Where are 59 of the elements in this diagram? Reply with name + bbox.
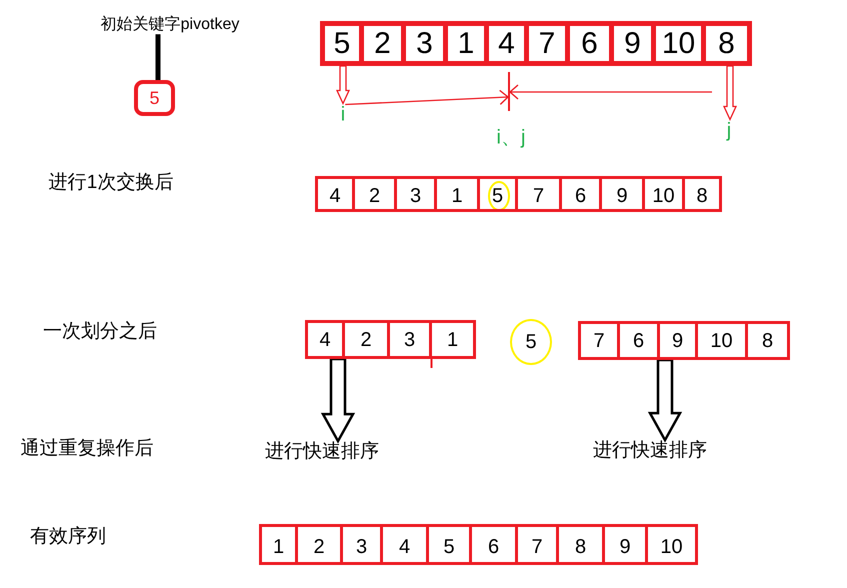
step-label: 进行1次交换后: [48, 172, 174, 194]
array-cell: 6: [570, 21, 614, 66]
marker-line: [508, 72, 510, 111]
array-cell: 5: [480, 176, 518, 212]
pointer-label: j: [726, 120, 732, 142]
array-cell: 10: [698, 321, 748, 360]
array-cell: 10: [656, 21, 706, 66]
array-cell: 4: [383, 524, 429, 565]
array-cell: 7: [518, 176, 562, 212]
connector-line: [156, 34, 160, 80]
pointer-label: i、j: [496, 126, 526, 150]
array-cell: 4: [489, 21, 529, 66]
pointer-label: i: [340, 104, 346, 126]
hollow-arrow: [320, 358, 356, 444]
array-cell: 2: [298, 524, 343, 565]
pivot-box: 5: [134, 80, 175, 116]
hollow-arrow: [722, 65, 738, 122]
array-cell: 1: [432, 320, 476, 359]
array-cell: 10: [648, 524, 698, 565]
array-cell: 1: [437, 176, 480, 212]
step-text: 进行快速排序: [593, 440, 707, 462]
arrow: [345, 90, 509, 106]
array-cell: 8: [559, 524, 605, 565]
array-cell: 6: [472, 524, 518, 565]
array-cell: 1: [448, 21, 489, 66]
arrow: [509, 84, 712, 100]
array-cell: 7: [518, 524, 559, 565]
array-cell: 1: [259, 524, 298, 565]
array-cell: 2: [345, 320, 390, 359]
array-cell: 6: [562, 176, 602, 212]
array-cell: 9: [614, 21, 656, 66]
array-cell: 8: [748, 321, 790, 360]
array-cell: 9: [602, 176, 645, 212]
annotation-text: 初始关键字pivotkey: [100, 16, 240, 34]
array-cell: 3: [390, 320, 432, 359]
array-cell: 5: [320, 21, 364, 66]
step-label: 一次划分之后: [43, 321, 157, 343]
array-cell: 6: [620, 321, 660, 360]
array-cell: 2: [355, 176, 397, 212]
step-label: 有效序列: [30, 526, 106, 548]
array-cell: 7: [578, 321, 620, 360]
step-label: 通过重复操作后: [20, 438, 154, 460]
array-cell: 5: [429, 524, 472, 565]
step-text: 进行快速排序: [265, 441, 379, 463]
array-cell: 10: [645, 176, 685, 212]
hollow-arrow: [648, 358, 682, 443]
array-cell: 3: [343, 524, 383, 565]
pivot-circle: 5: [510, 319, 552, 365]
array-cell: 8: [706, 21, 752, 66]
array-cell: 9: [605, 524, 648, 565]
array-cell: 3: [406, 21, 448, 66]
array-cell: 9: [660, 321, 698, 360]
array-cell: 4: [305, 320, 345, 359]
array-cell: 2: [364, 21, 406, 66]
array-cell: 8: [685, 176, 722, 212]
array-cell: 4: [315, 176, 355, 212]
hollow-arrow: [336, 65, 350, 106]
array-cell: 7: [529, 21, 570, 66]
array-cell: 3: [397, 176, 437, 212]
